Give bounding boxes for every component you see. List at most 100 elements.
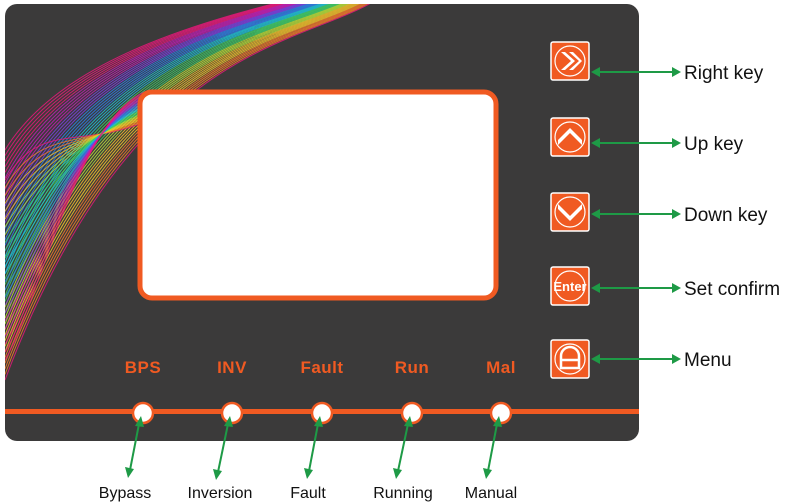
wave-line (5, 97, 151, 314)
wave-line (5, 109, 151, 243)
wave-line (5, 4, 391, 381)
up-key-box[interactable] (550, 117, 590, 157)
wave-line (5, 4, 382, 347)
wave-line (5, 94, 151, 329)
wave-line (5, 4, 339, 184)
wave-line (5, 4, 359, 257)
wave-line (5, 103, 151, 275)
arrow-led-fault (308, 423, 319, 472)
enter-key-box[interactable] (550, 266, 590, 306)
arrow-head (672, 354, 681, 364)
wave-line (5, 4, 335, 168)
wave-line (5, 99, 151, 298)
up-key[interactable] (550, 117, 590, 157)
wave-line (5, 4, 388, 369)
arrow-head (672, 138, 681, 148)
menu-icon (559, 345, 581, 370)
wave-line (5, 4, 379, 336)
arrow-head (314, 416, 323, 427)
wave-line (5, 4, 334, 162)
led-inv (220, 401, 244, 425)
wave-line (5, 4, 332, 156)
arrow-led-inv (217, 423, 229, 473)
wave-line (5, 98, 151, 306)
wave-line (5, 4, 342, 196)
wave-line (5, 93, 151, 337)
wave-line (5, 4, 375, 319)
wave-line (5, 4, 350, 224)
wave-line (5, 113, 151, 220)
right-key-box[interactable] (550, 41, 590, 81)
wave-line (5, 4, 357, 252)
wave-line (5, 118, 151, 189)
led-description-fault: Fault (290, 485, 326, 502)
wave-line (5, 4, 389, 375)
wave-line (5, 4, 331, 151)
led-arrows (125, 416, 502, 480)
wave-line (5, 105, 151, 267)
right-key-ring (554, 45, 586, 77)
key-label-down: Down key (684, 205, 768, 226)
key-label-up: Up key (684, 134, 744, 155)
menu-icon-arch (559, 345, 581, 370)
enter-icon: Enter (553, 279, 586, 294)
led-description-inversion: Inversion (188, 485, 253, 502)
arrow-head (393, 468, 402, 479)
wave-line (5, 96, 151, 322)
wave-line (5, 111, 151, 228)
led-label-bps: BPS (125, 358, 161, 377)
enter-key[interactable]: Enter (550, 266, 590, 306)
led-label-inv: INV (217, 358, 247, 377)
led-label-run: Run (395, 358, 430, 377)
right-key[interactable] (550, 41, 590, 81)
arrow-head (591, 67, 600, 77)
down-key-box[interactable] (550, 192, 590, 232)
arrow-head (591, 354, 600, 364)
wave-line (5, 92, 151, 345)
arrow-head (591, 283, 600, 293)
wave-line (5, 106, 151, 259)
wave-line (5, 4, 354, 240)
arrow-head (404, 416, 413, 427)
menu-key-ring (554, 343, 586, 375)
arrow-led-mal (487, 423, 498, 472)
wave-line (5, 4, 347, 212)
wave-line (5, 4, 381, 341)
wave-line (5, 90, 151, 353)
enter-key-ring (554, 270, 586, 302)
wave-line (5, 110, 151, 236)
led-bps (131, 401, 155, 425)
arrow-head (135, 416, 144, 427)
decorative-wave-lines (5, 4, 391, 381)
led-mal (489, 401, 513, 425)
arrow-head (224, 416, 233, 427)
wave-line (5, 114, 151, 212)
wave-line (5, 119, 151, 181)
led-fault (310, 401, 334, 425)
down-key[interactable] (550, 192, 590, 232)
arrow-head (591, 138, 600, 148)
arrow-head (483, 468, 492, 479)
arrow-head (672, 209, 681, 219)
arrow-head (493, 416, 502, 427)
arrow-head (672, 67, 681, 77)
arrow-head (304, 468, 313, 479)
arrow-led-bps (129, 423, 140, 471)
led-description-manual: Manual (465, 485, 517, 502)
arrow-head (591, 209, 600, 219)
wave-line (5, 4, 351, 229)
wave-line (5, 4, 385, 358)
arrow-head (672, 283, 681, 293)
led-description-running: Running (373, 485, 433, 502)
arrow-led-run (397, 423, 409, 472)
key-label-right: Right key (684, 63, 764, 84)
wave-line (5, 4, 356, 246)
down-key-ring (554, 196, 586, 228)
wave-line (5, 101, 151, 290)
wave-line (5, 4, 336, 173)
chevron-down-icon (558, 204, 582, 221)
lcd-screen (137, 89, 499, 301)
menu-key[interactable] (550, 339, 590, 379)
wave-line (5, 4, 341, 190)
